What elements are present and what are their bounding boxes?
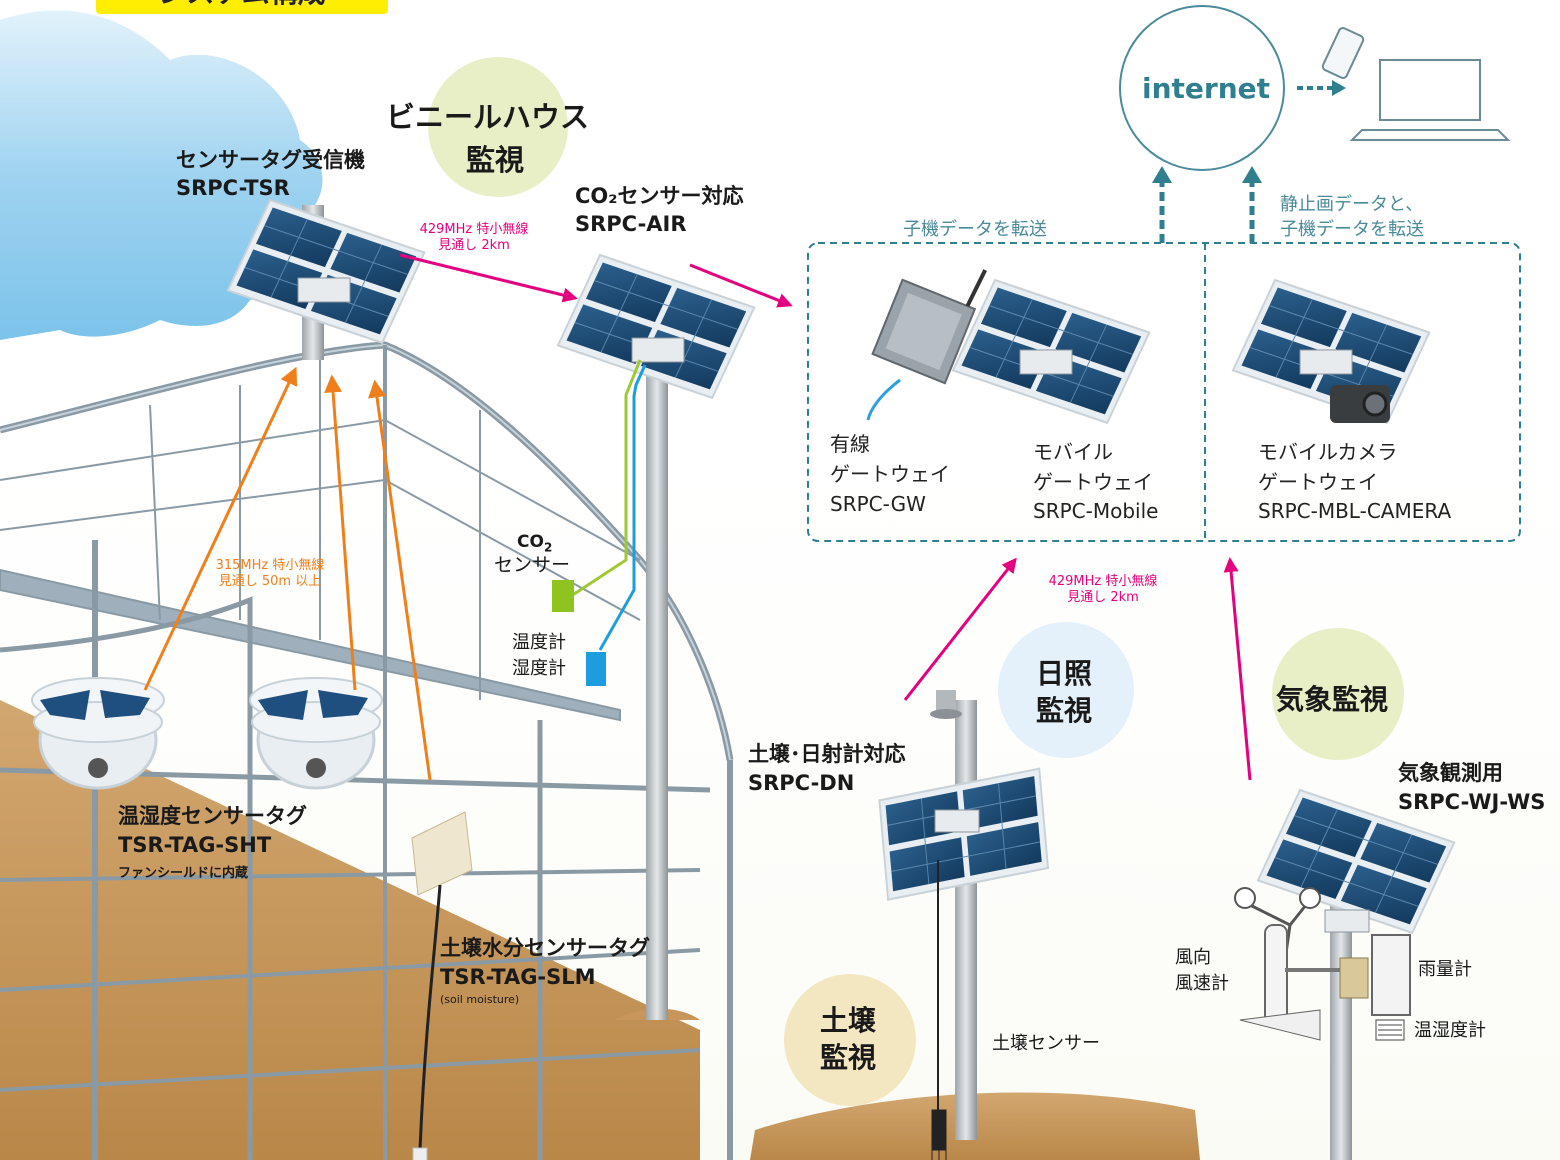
soil-label-2: 監視 <box>820 1041 877 1074</box>
temp-cable <box>598 364 647 651</box>
control-box-ws <box>1324 909 1370 933</box>
control-box-air <box>631 337 685 363</box>
weather-label: 気象監視 <box>1276 683 1389 716</box>
greenhouse-label: ビニールハウス <box>386 100 590 134</box>
temp-label: 温度計 <box>512 632 566 653</box>
internet-label: internet <box>1142 72 1271 105</box>
sunlight-bubble <box>998 622 1134 758</box>
mobile-line1: モバイル <box>1033 440 1113 464</box>
control-box-dn <box>934 809 980 833</box>
mobile-line2: ゲートウェイ <box>1033 470 1153 494</box>
co2-cable <box>564 359 642 602</box>
wind-label-1: 風向 <box>1175 947 1211 968</box>
sky-cloud <box>0 10 323 340</box>
soil-probe <box>412 1147 428 1160</box>
co2-label-1: CO2 <box>517 532 553 555</box>
laptop-icon <box>1349 59 1511 141</box>
soil-ground <box>0 700 700 1160</box>
soil-bubble <box>784 974 916 1106</box>
camera-lens <box>1362 391 1388 417</box>
slm-model: TSR-TAG-SLM <box>440 965 596 989</box>
bracket <box>1339 957 1369 999</box>
pole-air <box>646 310 668 1020</box>
gateway-frame <box>807 242 1521 542</box>
anemometer <box>1234 887 1340 1041</box>
radio-429-bottom-2: 見通し 2km <box>1067 590 1139 605</box>
soil-moisture-cable <box>418 884 442 1151</box>
slm-name: 土壌水分センサータグ <box>440 936 650 960</box>
sunlight-label-1: 日照 <box>1036 657 1093 690</box>
dn-model: SRPC-DN <box>748 771 855 795</box>
uplink-arrow-heads <box>1152 166 1262 183</box>
soil-sensor-probe <box>931 1109 947 1160</box>
wind-label-2: 風速計 <box>1175 973 1229 994</box>
greenhouse-bubble <box>428 57 568 197</box>
pyranometer <box>936 690 956 714</box>
camera-line1: モバイルカメラ <box>1258 440 1398 464</box>
smartphone-icon <box>1321 26 1365 80</box>
greenhouse-frame <box>0 341 734 1160</box>
radio-429-top-2: 見通し 2km <box>438 238 510 253</box>
wired-gateway-box <box>871 269 987 385</box>
solar-panel-air <box>556 254 756 399</box>
ws-model: SRPC-WJ-WS <box>1398 790 1546 814</box>
thermo-shield <box>1375 1019 1405 1041</box>
rain-gauge <box>1371 934 1411 1016</box>
sht-model: TSR-TAG-SHT <box>118 833 272 857</box>
radio-315-1: 315MHz 特小無線 <box>215 558 325 573</box>
sunlight-label-2: 監視 <box>1036 694 1093 727</box>
control-box-mobile <box>1019 349 1073 375</box>
temp-sensor-box <box>586 652 606 686</box>
internet-circle <box>1119 5 1285 171</box>
transfer-left: 子機データを転送 <box>903 219 1047 240</box>
gw-line1: 有線 <box>830 432 870 456</box>
radio-429-top-1: 429MHz 特小無線 <box>419 222 529 237</box>
fan-shield-tag-1 <box>31 677 165 790</box>
gw-model: SRPC-GW <box>830 492 926 516</box>
air-name: CO₂センサー対応 <box>575 184 744 208</box>
arrows-429 <box>399 253 1252 781</box>
transfer-right-2: 子機データを転送 <box>1280 219 1424 240</box>
wired-cable <box>866 378 901 421</box>
title-text: システム構成 <box>158 0 325 9</box>
slm-note: (soil moisture) <box>440 993 520 1006</box>
pole-dn <box>955 700 977 1140</box>
sht-name: 温湿度センサータグ <box>118 804 307 828</box>
control-box-camera <box>1299 349 1353 375</box>
sht-note: ファンシールドに内蔵 <box>118 866 249 881</box>
diagram-title: システム構成 <box>96 0 388 14</box>
rain-label: 雨量計 <box>1418 959 1472 980</box>
camera-model: SRPC-MBL-CAMERA <box>1258 499 1452 523</box>
radio-429-bottom-1: 429MHz 特小無線 <box>1048 574 1158 589</box>
fan-shield-tag-2 <box>249 677 383 790</box>
mobile-model: SRPC-Mobile <box>1033 499 1159 523</box>
dn-name: 土壌･日射計対応 <box>748 742 906 766</box>
humid-label: 湿度計 <box>512 658 566 679</box>
thermo-label: 温湿度計 <box>1414 1020 1486 1041</box>
camera-line2: ゲートウェイ <box>1258 470 1378 494</box>
greenhouse-label-2: 監視 <box>466 143 525 177</box>
ws-name: 気象観測用 <box>1398 761 1503 785</box>
transfer-right-1: 静止画データと、 <box>1280 194 1424 215</box>
radio-315-2: 見通し 50m 以上 <box>218 574 322 589</box>
co2-label-2: センサー <box>494 554 571 576</box>
arrows-315 <box>143 366 432 781</box>
tsr-model: SRPC-TSR <box>176 176 290 200</box>
tsr-name: センサータグ受信機 <box>176 148 365 172</box>
air-model: SRPC-AIR <box>575 212 687 236</box>
uplink-arrows <box>1159 180 1255 243</box>
weather-bubble <box>1272 628 1404 760</box>
gw-line2: ゲートウェイ <box>830 462 950 486</box>
soil-moisture-tag <box>411 811 473 896</box>
control-box-tsr <box>297 277 351 303</box>
soil-label-1: 土壌 <box>820 1004 877 1037</box>
co2-sensor-box <box>552 580 574 612</box>
soil-sensor-label: 土壌センサー <box>992 1033 1100 1054</box>
